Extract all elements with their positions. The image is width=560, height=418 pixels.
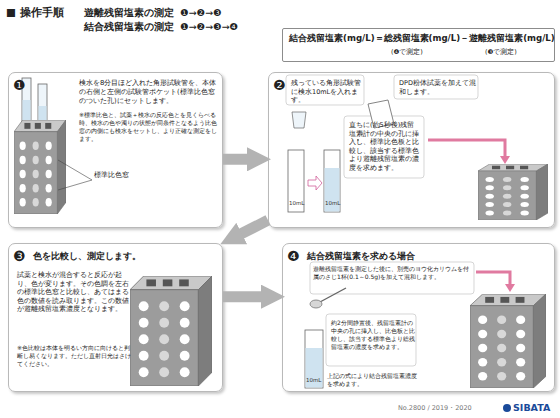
volume-mark: 10mL (306, 377, 321, 384)
comparator (478, 164, 548, 220)
step-panel: ❸色を比較し、測定します。試薬と検水が混合すると反応が起り、色が変ります。その色… (8, 243, 223, 392)
flow-arrow (231, 220, 268, 239)
step-text: 約2分間静置後、残留塩素計の中央の孔に挿入し、比色板と比較し、該当する標準色より… (331, 319, 415, 351)
formula-box: 結合残留塩素(mg/L)＝総残留塩素(mg/L)－遊離残留塩素(mg/L) (❹で… (282, 28, 555, 62)
step-text: 検水を8分目ほど入れた角形試験管を、本体の右側と左側の試験管ポケット(標準比色窓… (79, 79, 219, 106)
comparator (14, 120, 66, 214)
leader-line (58, 180, 92, 190)
catalog-number: No.2800 / 2019・2020 (398, 405, 472, 413)
flow-arrow (428, 140, 505, 158)
step-heading: 色を比較し、測定します。 (33, 251, 183, 262)
comparator (470, 294, 546, 388)
step-sequence: ❶→❷→❸→❹ (180, 21, 238, 32)
step-heading: 結合残留塩素を求める場合 (307, 251, 457, 262)
step-text: 試薬と検水が混合すると反応が起り、色が変ります。その色調を左右の標準比色窓と比較… (17, 271, 131, 314)
logo-mark (503, 404, 511, 412)
comparator (130, 276, 212, 386)
spoon (310, 300, 322, 308)
step-note: ※色比較は本体を明るい方向に向けると判断し易くなります。ただし直射日光はさけてく… (17, 344, 131, 368)
step-text: 遊離残留塩素を測定した後に、別売のヨウ化カリウムを付属のさじ1杯(0.1～0.5… (313, 265, 473, 281)
flow-arrow-head (500, 156, 510, 164)
tube-water (306, 348, 323, 388)
step-number: ❸ (13, 247, 31, 265)
step-number: ❶ (13, 76, 31, 94)
cup (292, 112, 306, 128)
step-text: 残っている角形試験管に検水10mLを入れます。 (291, 79, 363, 105)
test-tube (288, 150, 304, 212)
step-sequence: ❶→❷→❸ (180, 7, 221, 18)
callout-frame (394, 75, 478, 99)
test-tube (324, 150, 340, 212)
flow-arrow-head (505, 284, 515, 292)
part-name: 標準比色窓 (94, 172, 129, 180)
volume-mark: 10mL (325, 200, 340, 207)
step-note: ※標準比色と、試薬＋検水の反応色とを見くらべる時、検水の色や濁りの状態が同条件と… (79, 111, 219, 143)
step-number: ❹ (287, 247, 305, 265)
callout-frame (286, 75, 364, 105)
step-panel: ❷残っている角形試験管に検水10mLを入れます。 DPD粉体試薬を加えて混和します… (268, 72, 555, 228)
callout-frame (310, 262, 474, 294)
flow-arrow (223, 291, 273, 302)
step-arrow (308, 176, 322, 190)
page-title: ■ 操作手順 (6, 6, 64, 19)
leader-line (58, 160, 92, 180)
spoon-handle (320, 288, 346, 302)
formula-text: 結合残留塩素(mg/L)＝総残留塩素(mg/L)－遊離残留塩素(mg/L) (289, 33, 553, 44)
tube-water (325, 168, 340, 212)
callout-frame (344, 116, 424, 178)
step-number: ❷ (273, 76, 291, 94)
procedure-name: 遊離残留塩素の測定 (84, 7, 174, 18)
step-text: DPD粉体試薬を加えて混和します。 (399, 79, 477, 96)
brand-logo: SIBATA (513, 402, 550, 413)
flow-arrow (476, 272, 510, 286)
step-note: 上記の式により結合残留塩素濃度を求めます。 (327, 372, 417, 388)
procedure-name: 結合残留塩素の測定 (84, 21, 174, 32)
test-tube (305, 330, 323, 388)
step-panel: ❶ 検水を8分目ほど入れた角形試験管を、本体の右側と左側の試験管ポケット(標準比色… (8, 72, 223, 228)
volume-mark: 10mL (289, 200, 304, 207)
formula-note: (❸で測定) (485, 48, 535, 57)
step-panel: ❹結合残留塩素を求める場合遊離残留塩素を測定した後に、別売のヨウ化カリウムを付属… (282, 243, 555, 392)
flow-arrow (223, 154, 259, 165)
formula-note: (❹で測定) (391, 48, 441, 57)
callout-frame (326, 314, 416, 366)
step-text: 直ちに(約5秒後)残留塩素計の中央の孔に挿入し、標準比色板と比較し、該当する標準… (349, 121, 421, 172)
